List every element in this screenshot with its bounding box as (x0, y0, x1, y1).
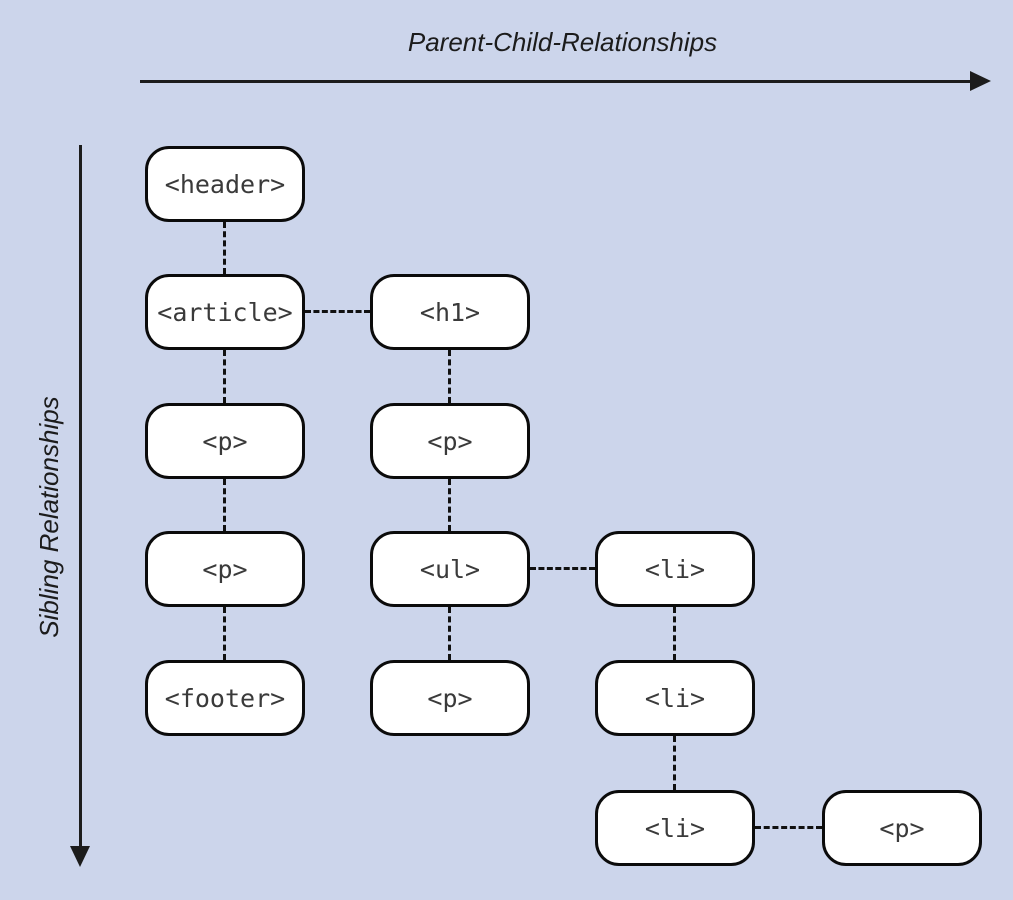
edge-li-li-2 (673, 736, 676, 790)
node-p-col1-row4: <p> (145, 531, 305, 607)
edge-ul-li (530, 567, 595, 570)
node-article: <article> (145, 274, 305, 350)
edge-article-h1 (305, 310, 370, 313)
node-li-row4: <li> (595, 531, 755, 607)
node-li-row6: <li> (595, 790, 755, 866)
edge-header-article (223, 222, 226, 274)
edge-li-p (755, 826, 822, 829)
edge-h1-p (448, 350, 451, 403)
node-ul: <ul> (370, 531, 530, 607)
node-footer: <footer> (145, 660, 305, 736)
y-axis-line (79, 145, 82, 846)
edge-p-p (223, 479, 226, 531)
edge-ul-p (448, 607, 451, 660)
arrow-down-icon (69, 846, 90, 867)
node-header: <header> (145, 146, 305, 222)
edge-li-li-1 (673, 607, 676, 660)
node-p-col2-row3: <p> (370, 403, 530, 479)
x-axis-line (140, 80, 972, 83)
edge-article-p (223, 350, 226, 403)
edge-p-ul (448, 479, 451, 531)
node-li-row5: <li> (595, 660, 755, 736)
x-axis-label: Parent-Child-Relationships (407, 27, 718, 57)
node-p-col2-row5: <p> (370, 660, 530, 736)
node-p-col1-row3: <p> (145, 403, 305, 479)
arrow-right-icon (970, 71, 991, 91)
node-p-col4-row6: <p> (822, 790, 982, 866)
y-axis-label: Sibling Relationships (34, 396, 64, 638)
edge-p-footer (223, 607, 226, 660)
node-h1: <h1> (370, 274, 530, 350)
